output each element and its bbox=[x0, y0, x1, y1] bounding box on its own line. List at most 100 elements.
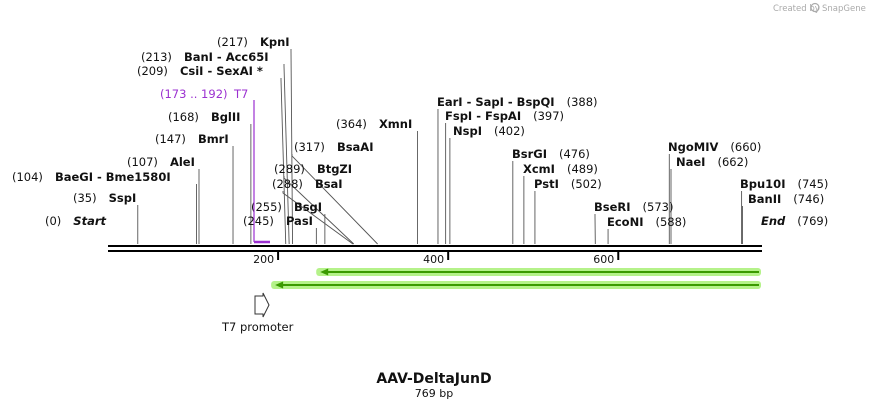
ruler: 200 400 600 bbox=[253, 252, 620, 266]
site-label-part: BaeGI - Bme1580I bbox=[55, 170, 171, 184]
site-label-part: (213) bbox=[141, 50, 172, 64]
site-label-part: (147) bbox=[155, 132, 186, 146]
site-label-part: AleI bbox=[170, 155, 195, 169]
site-label-part: (476) bbox=[559, 147, 590, 161]
site-label-csii[interactable]: (209)CsiI - SexAI * bbox=[137, 64, 263, 78]
site-label-bani[interactable]: (213) BanI - Acc65I bbox=[141, 50, 269, 64]
site-label-eari[interactable]: EarI - SapI - BspQI(388) bbox=[437, 95, 598, 109]
site-label-part: (255) bbox=[251, 200, 282, 214]
site-label-xcmi[interactable]: XcmI(489) bbox=[523, 162, 598, 176]
site-label-part: (288) bbox=[272, 177, 303, 191]
site-label-part: (107) bbox=[127, 155, 158, 169]
site-label-part: (573) bbox=[643, 200, 674, 214]
ruler-tick-label: 600 bbox=[593, 253, 614, 266]
site-label-part: XcmI bbox=[523, 162, 555, 176]
ruler-tick-label: 200 bbox=[253, 253, 274, 266]
site-label-bsgi[interactable]: (255)BsgI bbox=[251, 200, 322, 214]
site-label-part: BanI - Acc65I bbox=[184, 50, 269, 64]
site-label-part: FspI - FspAI bbox=[445, 109, 521, 123]
site-label-econi[interactable]: EcoNI (588) bbox=[607, 215, 686, 229]
site-label-part: PstI bbox=[534, 177, 559, 191]
t7-name: T7 bbox=[233, 87, 248, 101]
site-label-fspi[interactable]: FspI - FspAI (397) bbox=[445, 109, 564, 123]
site-label-baegi[interactable]: (104)BaeGI - Bme1580I bbox=[12, 170, 171, 184]
site-label-part: (745) bbox=[797, 177, 828, 191]
site-label-start[interactable]: (0) Start bbox=[45, 214, 107, 228]
site-labels: (0) Start (35) SspI (104)BaeGI - Bme1580I(10… bbox=[12, 35, 828, 229]
site-label-part: (289) bbox=[274, 162, 305, 176]
site-label-part: (402) bbox=[494, 124, 525, 138]
site-label-part: (217) bbox=[217, 35, 248, 49]
site-label-part: BsrGI bbox=[512, 147, 547, 161]
site-lines bbox=[137, 49, 743, 245]
site-label-part: BsaAI bbox=[337, 140, 374, 154]
credit-prefix: Created by bbox=[773, 4, 820, 14]
site-label-part: PasI bbox=[286, 214, 313, 228]
sequence-backbone bbox=[108, 245, 762, 252]
site-label-part: BseRI bbox=[594, 200, 631, 214]
site-label-part: (209) bbox=[137, 64, 168, 78]
site-label-bsaai[interactable]: (317) BsaAI bbox=[294, 140, 374, 154]
site-label-end[interactable]: End(769) bbox=[761, 214, 828, 228]
site-label-sspi[interactable]: (35) SspI bbox=[73, 191, 136, 205]
site-label-part: (0) bbox=[45, 214, 61, 228]
site-label-part: XmnI bbox=[379, 117, 412, 131]
site-label-part: (769) bbox=[797, 214, 828, 228]
site-line-bsaai bbox=[291, 154, 378, 245]
site-label-bmri[interactable]: (147) BmrI bbox=[155, 132, 229, 146]
site-label-btgzi[interactable]: (289)BtgZI bbox=[274, 162, 352, 176]
site-line-csii bbox=[280, 78, 287, 245]
site-label-part: (317) bbox=[294, 140, 325, 154]
t7-promoter-label: T7 promoter bbox=[221, 320, 294, 334]
site-label-part: NgoMIV bbox=[668, 140, 718, 154]
sequence-title: AAV-DeltaJunD bbox=[376, 371, 491, 387]
promoter-arrow-icon bbox=[254, 292, 270, 318]
ruler-tick-label: 400 bbox=[423, 253, 444, 266]
site-label-bpu10i[interactable]: Bpu10I (745) bbox=[740, 177, 828, 191]
site-label-part: (388) bbox=[567, 95, 598, 109]
site-line-kpni bbox=[290, 49, 293, 245]
site-label-banii[interactable]: BanII (746) bbox=[748, 192, 824, 206]
site-label-part: BglII bbox=[211, 110, 241, 124]
site-label-bsai[interactable]: (288) BsaI bbox=[272, 177, 343, 191]
feature-t7[interactable]: (173 .. 192) T7 bbox=[160, 87, 270, 244]
site-label-nspi[interactable]: NspI (402) bbox=[453, 124, 525, 138]
site-label-part: EcoNI bbox=[607, 215, 643, 229]
site-label-bseri[interactable]: BseRI (573) bbox=[594, 200, 673, 214]
site-label-part: (662) bbox=[717, 155, 748, 169]
site-label-kpni[interactable]: (217) KpnI bbox=[217, 35, 290, 49]
site-label-psti[interactable]: PstI (502) bbox=[534, 177, 602, 191]
site-label-ngomiv[interactable]: NgoMIV (660) bbox=[668, 140, 761, 154]
site-label-part: BmrI bbox=[198, 132, 229, 146]
site-label-part: BsaI bbox=[315, 177, 343, 191]
site-label-part: (746) bbox=[793, 192, 824, 206]
site-label-part: (502) bbox=[571, 177, 602, 191]
site-label-part: (245) bbox=[243, 214, 274, 228]
site-label-part: (588) bbox=[655, 215, 686, 229]
site-label-part: (168) bbox=[168, 110, 199, 124]
site-label-xmni[interactable]: (364) XmnI bbox=[336, 117, 412, 131]
site-label-part: Bpu10I bbox=[740, 177, 785, 191]
site-label-part: SspI bbox=[109, 191, 137, 205]
orf-arrowhead-icon bbox=[275, 281, 284, 289]
feature-t7-promoter[interactable]: T7 promoter bbox=[221, 292, 294, 334]
credit-brand: SnapGene bbox=[822, 4, 866, 14]
site-label-part: NspI bbox=[453, 124, 482, 138]
site-label-part: NaeI bbox=[676, 155, 705, 169]
site-label-naei[interactable]: NaeI (662) bbox=[676, 155, 748, 169]
site-label-pasi[interactable]: (245) PasI bbox=[243, 214, 313, 228]
snapgene-logo-icon bbox=[810, 2, 820, 13]
site-label-part: (364) bbox=[336, 117, 367, 131]
site-label-part: (397) bbox=[533, 109, 564, 123]
site-label-part: Start bbox=[73, 214, 106, 228]
site-label-alei[interactable]: (107) AleI bbox=[127, 155, 195, 169]
site-label-part: (35) bbox=[73, 191, 97, 205]
site-label-part: BanII bbox=[748, 192, 781, 206]
site-label-part: (660) bbox=[730, 140, 761, 154]
site-label-bglii[interactable]: (168) BglII bbox=[168, 110, 240, 124]
orf-arrows bbox=[271, 268, 761, 289]
site-label-part: KpnI bbox=[260, 35, 290, 49]
t7-range: (173 .. 192) bbox=[160, 87, 228, 101]
site-label-bsrgi[interactable]: BsrGI (476) bbox=[512, 147, 590, 161]
